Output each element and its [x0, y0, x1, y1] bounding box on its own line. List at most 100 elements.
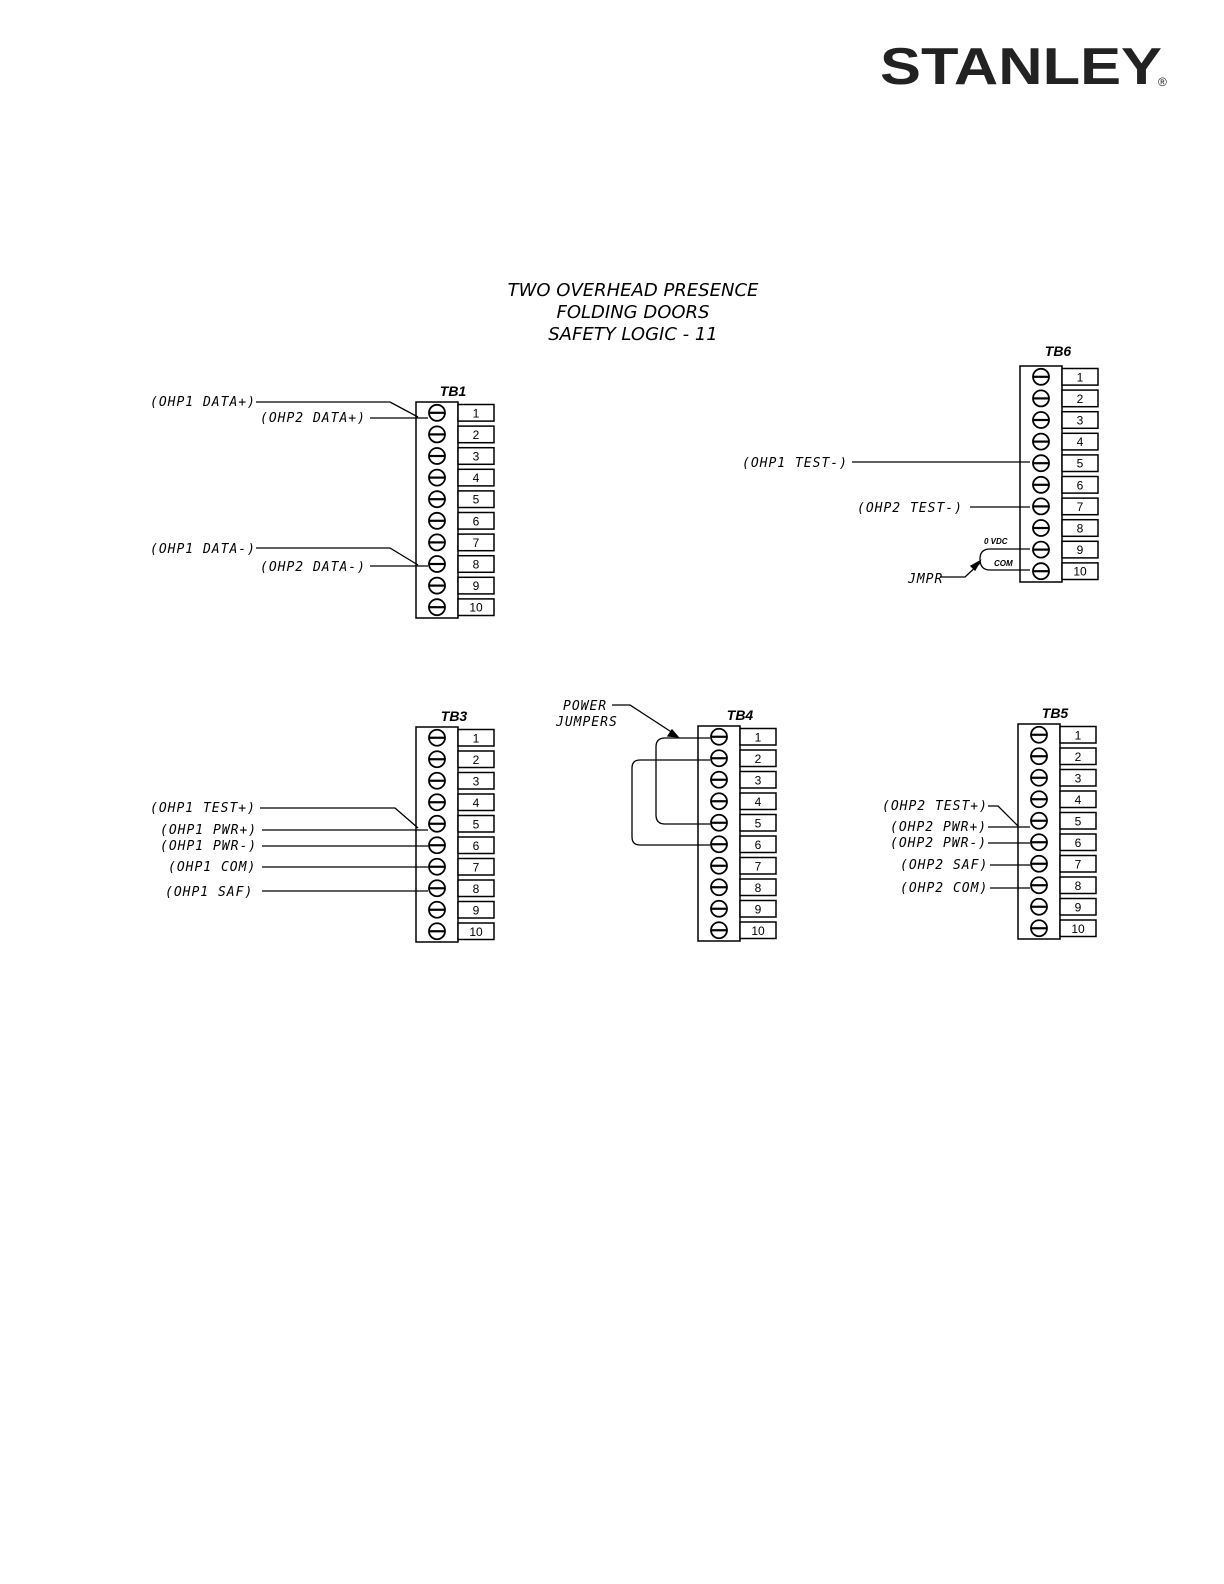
tb5-body: [1017, 723, 1061, 940]
tb6-terminal-number: 6: [1077, 478, 1084, 492]
tb6-terminal-number: 9: [1077, 543, 1084, 557]
tb3-terminal-number: 7: [473, 860, 480, 874]
tb1-terminal-number: 3: [473, 450, 480, 464]
tb5-terminal-box: [1059, 854, 1097, 873]
tb5-terminal-number: 8: [1075, 879, 1082, 893]
tb6-terminal-number: 1: [1077, 370, 1084, 384]
tb1-terminal-number: 7: [473, 536, 480, 550]
tb4-terminal-box: [739, 770, 777, 789]
tb1-terminal-number: 6: [473, 514, 480, 528]
label-ohp1-test-minus: (OHP1 TEST-): [742, 456, 848, 471]
label-ohp1-data-minus: (OHP1 DATA-): [150, 542, 256, 557]
tb1-terminal-box: [457, 490, 495, 509]
label-ohp1-com: (OHP1 COM): [168, 860, 256, 875]
tb3-terminal-number: 1: [473, 731, 480, 745]
tb3-terminal-box: [457, 728, 495, 747]
label-ohp2-data-minus: (OHP2 DATA-): [260, 560, 366, 575]
tb6-terminal-box: [1061, 497, 1099, 516]
tb1-terminal-box: [457, 403, 495, 422]
tb4-terminal-box: [739, 835, 777, 854]
tb6-terminal-box: [1061, 540, 1099, 559]
tb6-terminal-box: [1061, 518, 1099, 538]
tb5-terminal-number: 4: [1075, 793, 1082, 807]
label-ohp2-test-plus: (OHP2 TEST+): [882, 799, 988, 814]
tb1-terminal-number: 8: [473, 558, 480, 572]
tb6-terminal-box: [1061, 475, 1099, 494]
stanley-logo: STANLEY: [880, 38, 1162, 96]
tb5-terminal-number: 5: [1075, 814, 1082, 828]
tb3-terminal-box: [457, 750, 495, 769]
tb5-terminal-number: 7: [1075, 857, 1082, 871]
tb4-body: [697, 725, 741, 942]
tb1-body: [415, 401, 459, 619]
tb5-terminal-number: 9: [1075, 900, 1082, 914]
tb4-terminal-number: 6: [755, 838, 762, 852]
tb4-terminal-box: [739, 813, 777, 832]
tb5-terminal-number: 1: [1075, 728, 1082, 742]
tb4-name: TB4: [727, 707, 754, 723]
tb1-terminal-number: 10: [469, 601, 483, 615]
tb3-terminal-number: 9: [473, 903, 480, 917]
tb1-terminal-number: 4: [473, 471, 480, 485]
tb4-terminal-box: [739, 856, 777, 875]
tb1-terminal-number: 1: [473, 406, 480, 420]
tb6-terminal-box: [1061, 410, 1099, 430]
tb5-name: TB5: [1042, 705, 1069, 721]
tb6-terminal-number: 7: [1077, 500, 1084, 514]
tb5-terminal-box: [1059, 747, 1097, 766]
label-ohp1-test-plus: (OHP1 TEST+): [150, 801, 256, 816]
label-power: POWER: [563, 699, 607, 714]
tb5-terminal-number: 10: [1071, 922, 1085, 936]
tb3-terminal-box: [457, 836, 495, 855]
tb6-body: [1019, 365, 1063, 583]
label-jmpr: JMPR: [907, 572, 943, 587]
tb6-terminal-box: [1061, 432, 1099, 451]
tb6-wires: [852, 461, 1030, 578]
tb3-terminal-box: [457, 879, 495, 898]
tb5-terminal-box: [1059, 725, 1097, 744]
tb5-terminal-box: [1059, 876, 1097, 895]
tb1-terminal-number: 2: [473, 428, 480, 442]
label-ohp2-saf: (OHP2 SAF): [900, 858, 988, 873]
label-ohp2-test-minus: (OHP2 TEST-): [857, 501, 963, 516]
tb4-terminal-number: 3: [755, 773, 762, 787]
tb1-terminal-box: [457, 554, 495, 574]
label-ohp2-data-plus: (OHP2 DATA+): [260, 411, 366, 426]
tb4-terminal-number: 5: [755, 816, 762, 830]
tb1-name: TB1: [440, 383, 467, 399]
tb4-terminal-number: 10: [751, 924, 765, 938]
tb4-terminal-box: [739, 792, 777, 811]
tb5-terminal-box: [1059, 919, 1097, 938]
tb3-terminal-number: 6: [473, 839, 480, 853]
tb4-terminal-number: 1: [755, 730, 762, 744]
title-line-3: SAFETY LOGIC - 11: [548, 324, 718, 345]
tb3-terminal-box: [457, 922, 495, 941]
label-ohp1-data-plus: (OHP1 DATA+): [150, 395, 256, 410]
title-line-2: FOLDING DOORS: [557, 302, 710, 323]
tb5-terminal-box: [1059, 811, 1097, 830]
tb1-terminal-box: [457, 425, 495, 444]
tb5-terminal-box: [1059, 833, 1097, 852]
tb4-power-jumpers: [612, 704, 710, 846]
tb1-terminal-box: [457, 598, 495, 617]
tb6-terminal-number: 10: [1073, 565, 1087, 579]
title-line-1: TWO OVERHEAD PRESENCE: [508, 280, 759, 301]
label-ohp1-pwr-plus: (OHP1 PWR+): [160, 823, 257, 838]
tb3-terminal-box: [457, 814, 495, 833]
tb3-terminal-box: [457, 793, 495, 812]
tb3-terminal-box: [457, 857, 495, 876]
tb1-terminal-number: 5: [473, 493, 480, 507]
tb4-terminal-box: [739, 878, 777, 897]
tb6-terminal-box: [1061, 562, 1099, 581]
label-ohp2-pwr-plus: (OHP2 PWR+): [890, 820, 987, 835]
tb1-terminal-box: [457, 468, 495, 487]
tb6-terminal-number: 8: [1077, 522, 1084, 536]
tb6-terminal-number: 3: [1077, 414, 1084, 428]
tb5-terminal-box: [1059, 790, 1097, 809]
tb3-terminal-box: [457, 771, 495, 790]
